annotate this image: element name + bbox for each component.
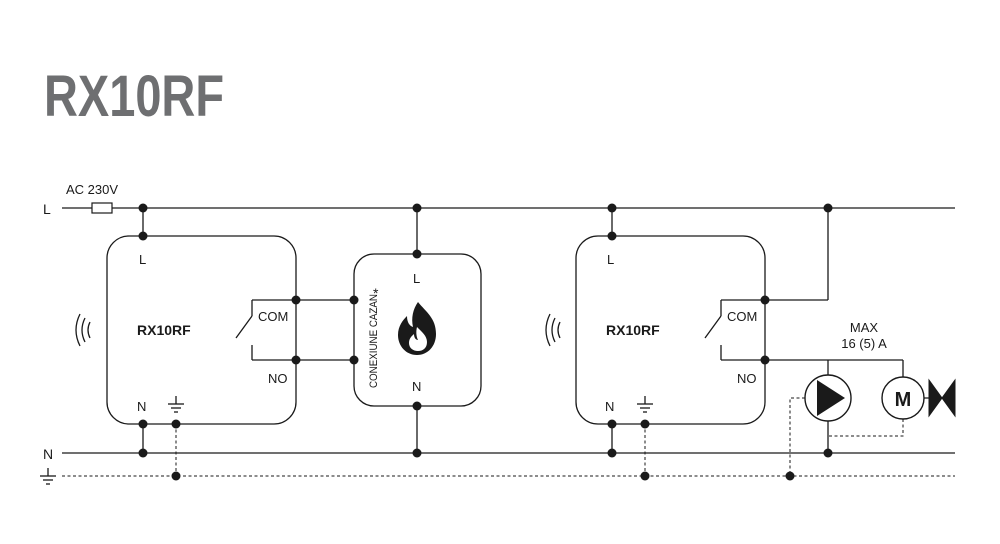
flame-icon bbox=[398, 302, 436, 355]
motor-icon: M bbox=[828, 360, 925, 437]
page-title: RX10RF bbox=[44, 64, 224, 129]
ground-icon bbox=[168, 396, 184, 413]
thermostat-1: L N RX10RF COM NO bbox=[75, 208, 297, 476]
thermostat-2: L N RX10RF COM NO bbox=[545, 208, 903, 476]
thermostat-1-n-label: N bbox=[137, 399, 146, 414]
rating-line-1: MAX bbox=[850, 320, 879, 335]
pump-icon bbox=[789, 360, 852, 476]
thermostat-2-n-label: N bbox=[605, 399, 614, 414]
boiler: L N CONEXIUNE CAZAN * bbox=[296, 208, 482, 453]
wireless-signal-icon bbox=[545, 313, 561, 347]
thermostat-2-name: RX10RF bbox=[606, 322, 660, 338]
thermostat-1-no-label: NO bbox=[268, 371, 288, 386]
thermostat-1-com-label: COM bbox=[258, 309, 288, 324]
valve-icon bbox=[924, 378, 956, 418]
line-l bbox=[62, 202, 955, 214]
wireless-signal-icon bbox=[75, 313, 91, 347]
rating-line-2: 16 (5) A bbox=[841, 336, 887, 351]
thermostat-2-body bbox=[575, 235, 766, 425]
thermostat-2-l-label: L bbox=[607, 252, 614, 267]
thermostat-1-body bbox=[106, 235, 297, 425]
ground-icon bbox=[40, 468, 56, 485]
thermostat-1-relay bbox=[235, 299, 296, 361]
boiler-n-label: N bbox=[412, 379, 421, 394]
junctions bbox=[138, 203, 833, 481]
fuse-icon bbox=[91, 202, 113, 214]
thermostat-1-name: RX10RF bbox=[137, 322, 191, 338]
ground-icon bbox=[637, 396, 653, 413]
thermostat-2-com-label: COM bbox=[727, 309, 757, 324]
boiler-asterisk: * bbox=[373, 285, 379, 301]
boiler-connection-label: CONEXIUNE CAZAN bbox=[368, 294, 380, 388]
thermostat-2-relay bbox=[704, 299, 765, 361]
label-n: N bbox=[43, 446, 53, 462]
label-l: L bbox=[43, 201, 51, 217]
thermostat-1-l-label: L bbox=[139, 252, 146, 267]
boiler-l-label: L bbox=[413, 271, 420, 286]
motor-letter: M bbox=[895, 389, 912, 411]
thermostat-2-no-label: NO bbox=[737, 371, 757, 386]
supply-label: AC 230V bbox=[66, 182, 118, 197]
